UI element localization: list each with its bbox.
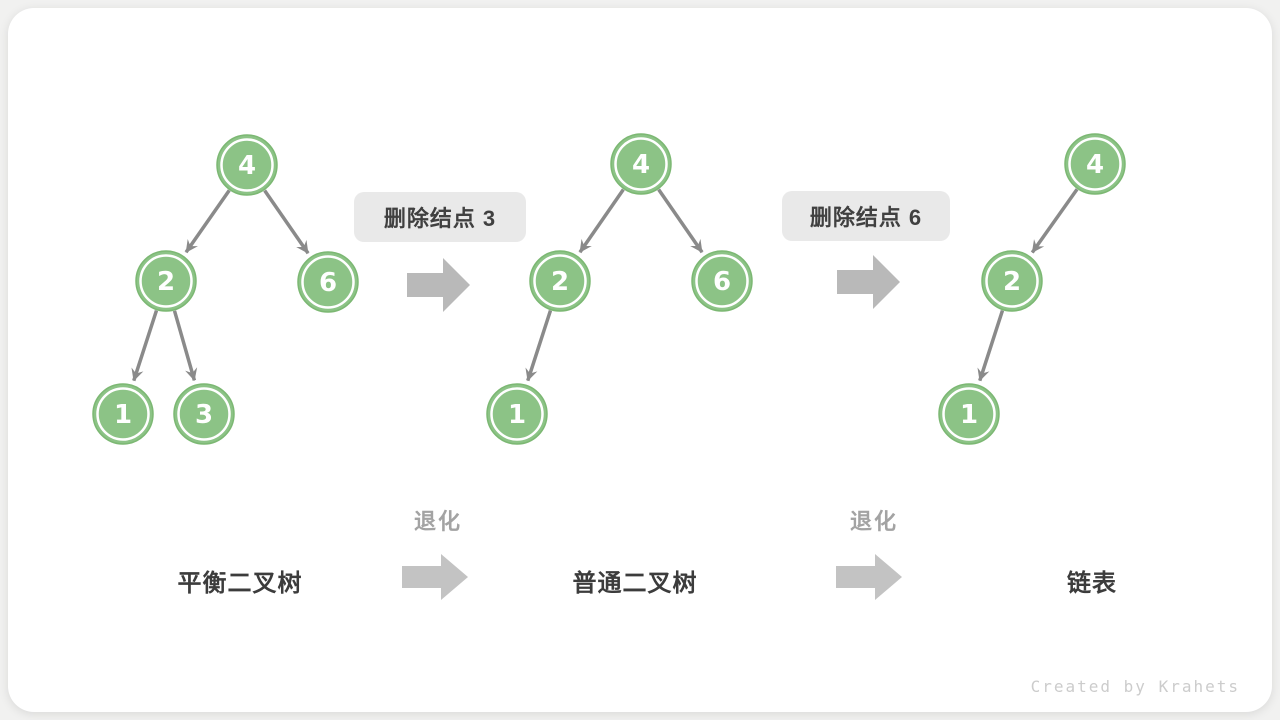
- node-value: 1: [114, 400, 132, 430]
- node-inner-ring: [533, 254, 587, 308]
- step-label-delete-node-3: 删除结点 3: [354, 192, 526, 242]
- node-inner-ring: [1068, 137, 1122, 191]
- node-circle: [610, 133, 672, 195]
- tree-node-1: 1: [938, 383, 1000, 445]
- watermark: Created by Krahets: [1030, 677, 1240, 696]
- degrade-label-1: 退化: [413, 509, 462, 534]
- node-value: 4: [632, 150, 650, 180]
- node-inner-ring: [695, 254, 749, 308]
- tree-edge: [131, 309, 159, 382]
- tree-edge: [1030, 188, 1079, 254]
- node-circle: [486, 383, 548, 445]
- tree-node-4: 4: [216, 134, 278, 196]
- tree-node-3: 3: [173, 383, 235, 445]
- tree-edge: [977, 309, 1005, 382]
- node-circle: [938, 383, 1000, 445]
- diagram-card: [8, 8, 1272, 712]
- node-inner-ring: [177, 387, 231, 441]
- node-inner-ring: [490, 387, 544, 441]
- tree-node-6: 6: [691, 250, 753, 312]
- node-circle: [1064, 133, 1126, 195]
- node-circle: [691, 250, 753, 312]
- tree-node-2: 2: [529, 250, 591, 312]
- tree-linked-list: 4 2 1: [938, 133, 1126, 445]
- node-value: 6: [713, 267, 731, 297]
- node-circle: [92, 383, 154, 445]
- node-value: 2: [1003, 267, 1021, 297]
- step-label-delete-node-6: 删除结点 6: [782, 191, 950, 241]
- tree-node-4: 4: [610, 133, 672, 195]
- node-inner-ring: [301, 255, 355, 309]
- block-arrow-icon: [837, 255, 900, 309]
- tree-edge: [525, 309, 553, 382]
- node-value: 2: [551, 267, 569, 297]
- block-arrow-icon: [402, 554, 468, 600]
- node-inner-ring: [220, 138, 274, 192]
- node-value: 4: [1086, 150, 1104, 180]
- tree-node-6: 6: [297, 251, 359, 313]
- tree-ordinary-binary-tree: 4 2 6 1: [486, 133, 753, 445]
- node-circle: [981, 250, 1043, 312]
- degrade-label-2: 退化: [849, 509, 898, 534]
- node-value: 3: [195, 400, 213, 430]
- node-circle: [297, 251, 359, 313]
- node-inner-ring: [139, 254, 193, 308]
- node-value: 1: [508, 400, 526, 430]
- stage-label-linked-list: 链表: [1067, 570, 1117, 597]
- node-inner-ring: [985, 254, 1039, 308]
- block-arrow-icon: [407, 258, 470, 312]
- tree-node-2: 2: [981, 250, 1043, 312]
- stage-label-balanced-binary-tree: 平衡二叉树: [177, 570, 303, 597]
- tree-balanced-binary-tree: 4 2 6 1 3: [92, 134, 359, 445]
- node-circle: [529, 250, 591, 312]
- tree-edge: [184, 189, 231, 254]
- node-circle: [216, 134, 278, 196]
- block-arrow-icon: [836, 554, 902, 600]
- tree-edge: [172, 310, 198, 381]
- tree-node-4: 4: [1064, 133, 1126, 195]
- node-value: 1: [960, 400, 978, 430]
- tree-edge: [657, 188, 704, 254]
- tree-edge: [578, 188, 625, 254]
- node-circle: [173, 383, 235, 445]
- node-value: 4: [238, 151, 256, 181]
- node-inner-ring: [96, 387, 150, 441]
- node-value: 2: [157, 267, 175, 297]
- node-inner-ring: [942, 387, 996, 441]
- node-inner-ring: [614, 137, 668, 191]
- tree-edge: [263, 189, 310, 255]
- tree-node-1: 1: [92, 383, 154, 445]
- node-value: 6: [319, 268, 337, 298]
- tree-node-2: 2: [135, 250, 197, 312]
- tree-node-1: 1: [486, 383, 548, 445]
- node-circle: [135, 250, 197, 312]
- stage-label-ordinary-binary-tree: 普通二叉树: [572, 570, 698, 597]
